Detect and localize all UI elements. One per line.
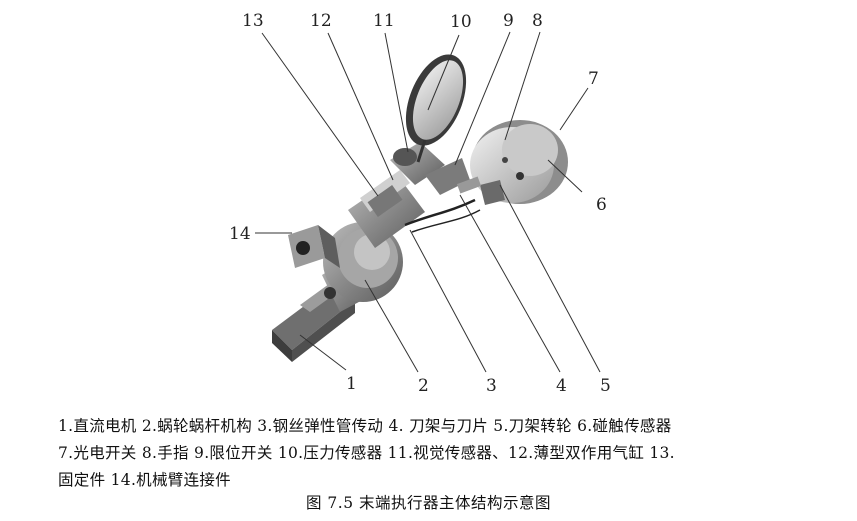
arm-connector: [288, 225, 340, 268]
callout-3: 3: [486, 376, 497, 396]
parts-legend: 1.直流电机 2.蜗轮蜗杆机构 3.钢丝弹性管传动 4. 刀架与刀片 5.刀架转…: [58, 413, 818, 494]
end-effector-diagram: 13 12 11 10 9 8 7 6 14 1 2 3 4 5: [229, 11, 611, 396]
machine-illustration: [272, 54, 568, 362]
callout-5: 5: [600, 376, 611, 396]
pressure-sensor-dish: [405, 54, 467, 163]
callout-14: 14: [229, 224, 251, 244]
callout-6: 6: [596, 195, 607, 215]
callout-8: 8: [532, 11, 543, 31]
callout-10: 10: [450, 12, 472, 32]
callout-1: 1: [346, 374, 357, 394]
callout-9: 9: [503, 11, 514, 31]
cylinder-body: [348, 170, 425, 248]
callout-11: 11: [373, 11, 395, 31]
wire-tube: [404, 198, 476, 227]
figure-caption: 图 7.5 末端执行器主体结构示意图: [305, 494, 551, 512]
callout-12: 12: [310, 11, 332, 31]
vision-sensor: [390, 142, 470, 195]
legend-line: 固定件 14.机械臂连接件: [58, 471, 231, 489]
blade-wheel: [456, 120, 568, 205]
callout-7: 7: [588, 69, 599, 89]
legend-line: 1.直流电机 2.蜗轮蜗杆机构 3.钢丝弹性管传动 4. 刀架与刀片 5.刀架转…: [58, 417, 672, 435]
callout-2: 2: [418, 376, 429, 396]
callout-labels: 13 12 11 10 9 8 7 6 14 1 2 3 4 5: [229, 11, 611, 396]
leader-lines: [255, 31, 601, 373]
legend-line: 7.光电开关 8.手指 9.限位开关 10.压力传感器 11.视觉传感器、12.…: [58, 444, 675, 462]
callout-13: 13: [242, 11, 264, 31]
callout-4: 4: [556, 376, 567, 396]
